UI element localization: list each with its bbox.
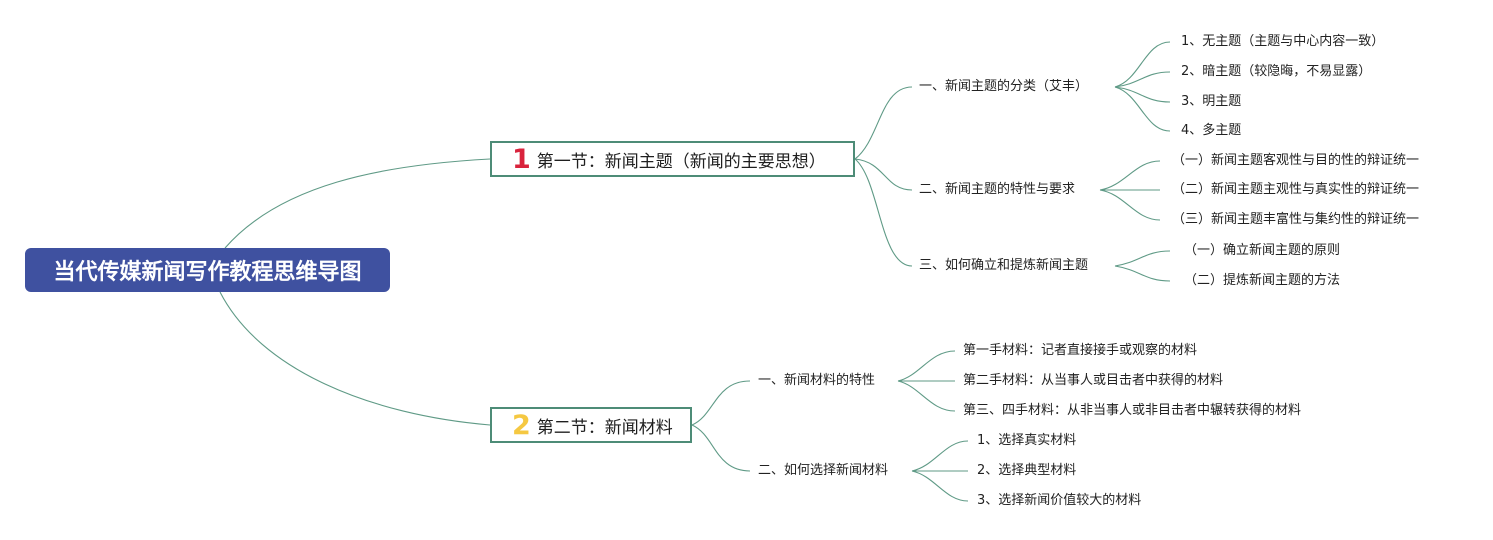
leaf-node[interactable]: 2、暗主题（较隐晦，不易显露）	[1181, 64, 1372, 79]
topic-node[interactable]: 二、新闻主题的特性与要求	[919, 182, 1076, 197]
leaf-node[interactable]: 4、多主题	[1181, 123, 1242, 138]
topic-node[interactable]: 三、如何确立和提炼新闻主题	[919, 258, 1089, 273]
leaf-node[interactable]: 3、明主题	[1181, 94, 1242, 109]
edge-root-sec2	[219, 291, 491, 426]
edge-sec1-t1	[854, 86, 913, 160]
topic-node[interactable]: 二、如何选择新闻材料	[758, 463, 889, 478]
edge-t1-l4	[1114, 86, 1171, 132]
leaf-node[interactable]: （二）提炼新闻主题的方法	[1184, 273, 1341, 288]
root-node[interactable]: 当代传媒新闻写作教程思维导图	[25, 248, 390, 292]
edge-t2-l1	[1099, 160, 1161, 191]
edge-t3-l2	[1114, 265, 1171, 282]
topic-node[interactable]: 一、新闻主题的分类（艾丰）	[919, 79, 1089, 94]
edge-t2-l3	[1099, 189, 1161, 221]
section-2-node[interactable]: 2 第二节：新闻材料	[490, 407, 692, 443]
edge-s2t2-l1	[911, 440, 969, 472]
edge-t1-l3	[1114, 86, 1171, 103]
edge-t3-l1	[1114, 250, 1171, 267]
leaf-node[interactable]: （一）确立新闻主题的原则	[1184, 243, 1341, 258]
leaf-node[interactable]: 1、无主题（主题与中心内容一致）	[1181, 34, 1385, 49]
leaf-node[interactable]: 第一手材料：记者直接接手或观察的材料	[963, 343, 1198, 358]
edge-sec2-t2	[691, 424, 751, 472]
edge-t1-l2	[1114, 71, 1171, 88]
section-1-badge: 1	[512, 143, 531, 175]
edge-s2t2-l3	[911, 470, 969, 502]
root-label: 当代传媒新闻写作教程思维导图	[53, 260, 362, 285]
edge-sec2-t1	[691, 380, 751, 426]
leaf-node[interactable]: 1、选择真实材料	[977, 433, 1077, 448]
leaf-node[interactable]: 第二手材料：从当事人或目击者中获得的材料	[963, 373, 1224, 388]
section-1-node[interactable]: 1 第一节：新闻主题（新闻的主要思想）	[490, 141, 855, 177]
leaf-node[interactable]: 2、选择典型材料	[977, 463, 1077, 478]
edge-s2t1-l3	[897, 380, 956, 412]
edge-sec1-t2	[854, 158, 913, 191]
leaf-node[interactable]: 3、选择新闻价值较大的材料	[977, 493, 1142, 508]
leaf-node[interactable]: （一）新闻主题客观性与目的性的辩证统一	[1172, 153, 1420, 168]
section-2-label: 第二节：新闻材料	[536, 417, 673, 438]
topic-node[interactable]: 一、新闻材料的特性	[758, 373, 876, 388]
edge-sec1-t3	[854, 158, 913, 267]
leaf-node[interactable]: （二）新闻主题主观性与真实性的辩证统一	[1172, 182, 1420, 197]
leaf-node[interactable]: 第三、四手材料：从非当事人或非目击者中辗转获得的材料	[963, 403, 1302, 418]
edge-s2t1-l1	[897, 350, 956, 382]
section-2-badge: 2	[512, 409, 531, 441]
edge-root-sec1	[224, 158, 491, 249]
section-1-label: 第一节：新闻主题（新闻的主要思想）	[536, 151, 826, 172]
leaf-node[interactable]: （三）新闻主题丰富性与集约性的辩证统一	[1172, 212, 1420, 227]
edge-t1-l1	[1114, 41, 1171, 88]
